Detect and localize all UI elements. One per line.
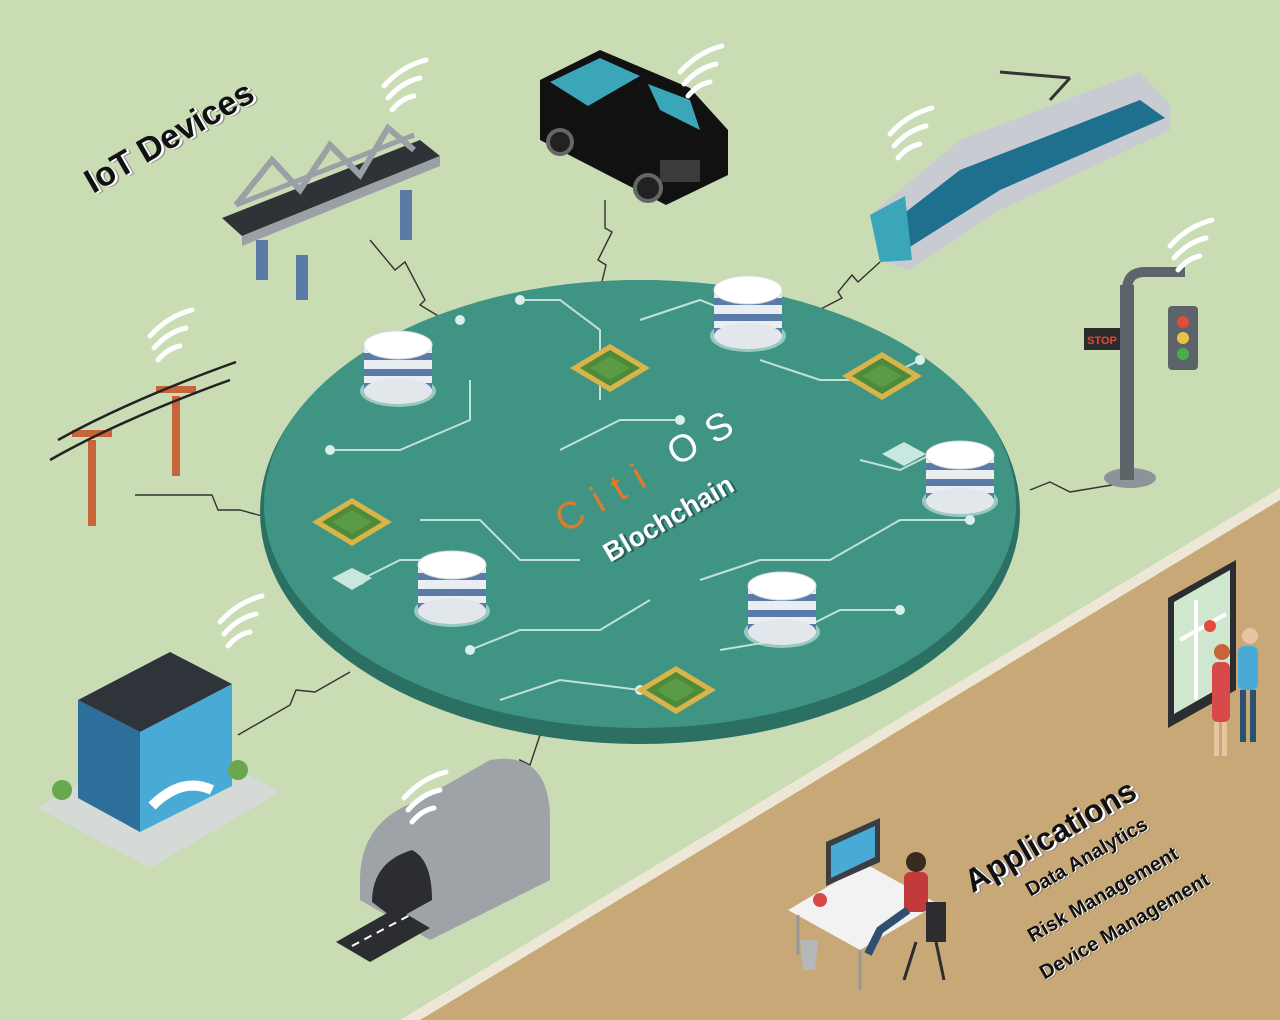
stop-sign-text: STOP	[1087, 335, 1117, 347]
power-line-icon	[49, 360, 237, 526]
office-building-icon	[38, 652, 280, 868]
taxi-icon	[540, 50, 728, 205]
database-icon	[413, 550, 491, 628]
wifi-icon	[1170, 220, 1212, 270]
wifi-icon	[384, 60, 426, 110]
tunnel-icon	[336, 758, 550, 962]
database-icon	[743, 571, 821, 649]
database-icon	[709, 275, 787, 353]
database-icon	[359, 330, 437, 408]
bridge-icon	[222, 123, 440, 300]
database-icon	[921, 440, 999, 518]
tram-icon	[870, 70, 1170, 270]
wifi-icon	[220, 596, 262, 646]
traffic-light-icon: STOP	[1084, 267, 1198, 488]
workstation-icon	[788, 818, 946, 990]
people-icon	[1212, 628, 1258, 756]
wifi-icon	[150, 310, 192, 360]
road-curb	[400, 488, 1280, 1020]
wifi-icon	[890, 108, 932, 158]
blockchain-platform	[260, 275, 1020, 744]
